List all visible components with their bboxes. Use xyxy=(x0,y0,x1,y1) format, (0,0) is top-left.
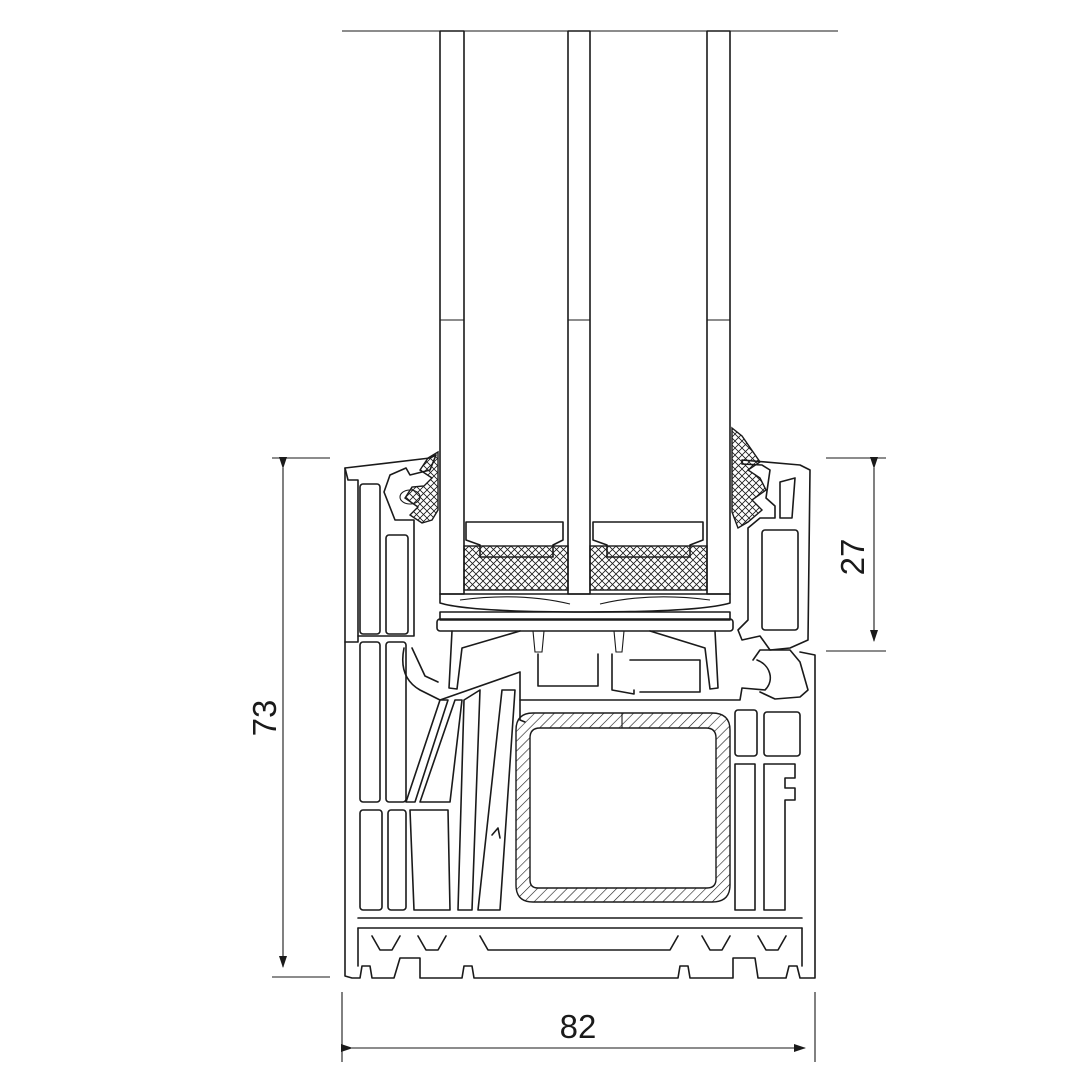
dimension-height-label: 73 xyxy=(246,700,283,737)
dimension-rebate-label: 27 xyxy=(834,539,871,576)
dimension-width: 82 xyxy=(341,992,816,1062)
glass-pane-middle xyxy=(567,30,591,595)
glass-pane-outer xyxy=(439,30,465,595)
secondary-sealant-right xyxy=(589,545,708,591)
gasket-inner xyxy=(731,426,767,530)
glass-pane-inner xyxy=(706,30,731,595)
secondary-sealant-left xyxy=(463,545,569,591)
glazing-unit xyxy=(439,30,731,595)
steel-reinforcement xyxy=(515,712,731,903)
spacer-bars xyxy=(463,521,708,591)
frame-profile xyxy=(344,454,816,979)
setting-block xyxy=(439,611,731,621)
dimension-rebate: 27 xyxy=(826,457,886,652)
glazing-packer xyxy=(436,593,734,690)
dimension-width-label: 82 xyxy=(560,1008,597,1045)
dimension-height: 73 xyxy=(246,457,330,978)
